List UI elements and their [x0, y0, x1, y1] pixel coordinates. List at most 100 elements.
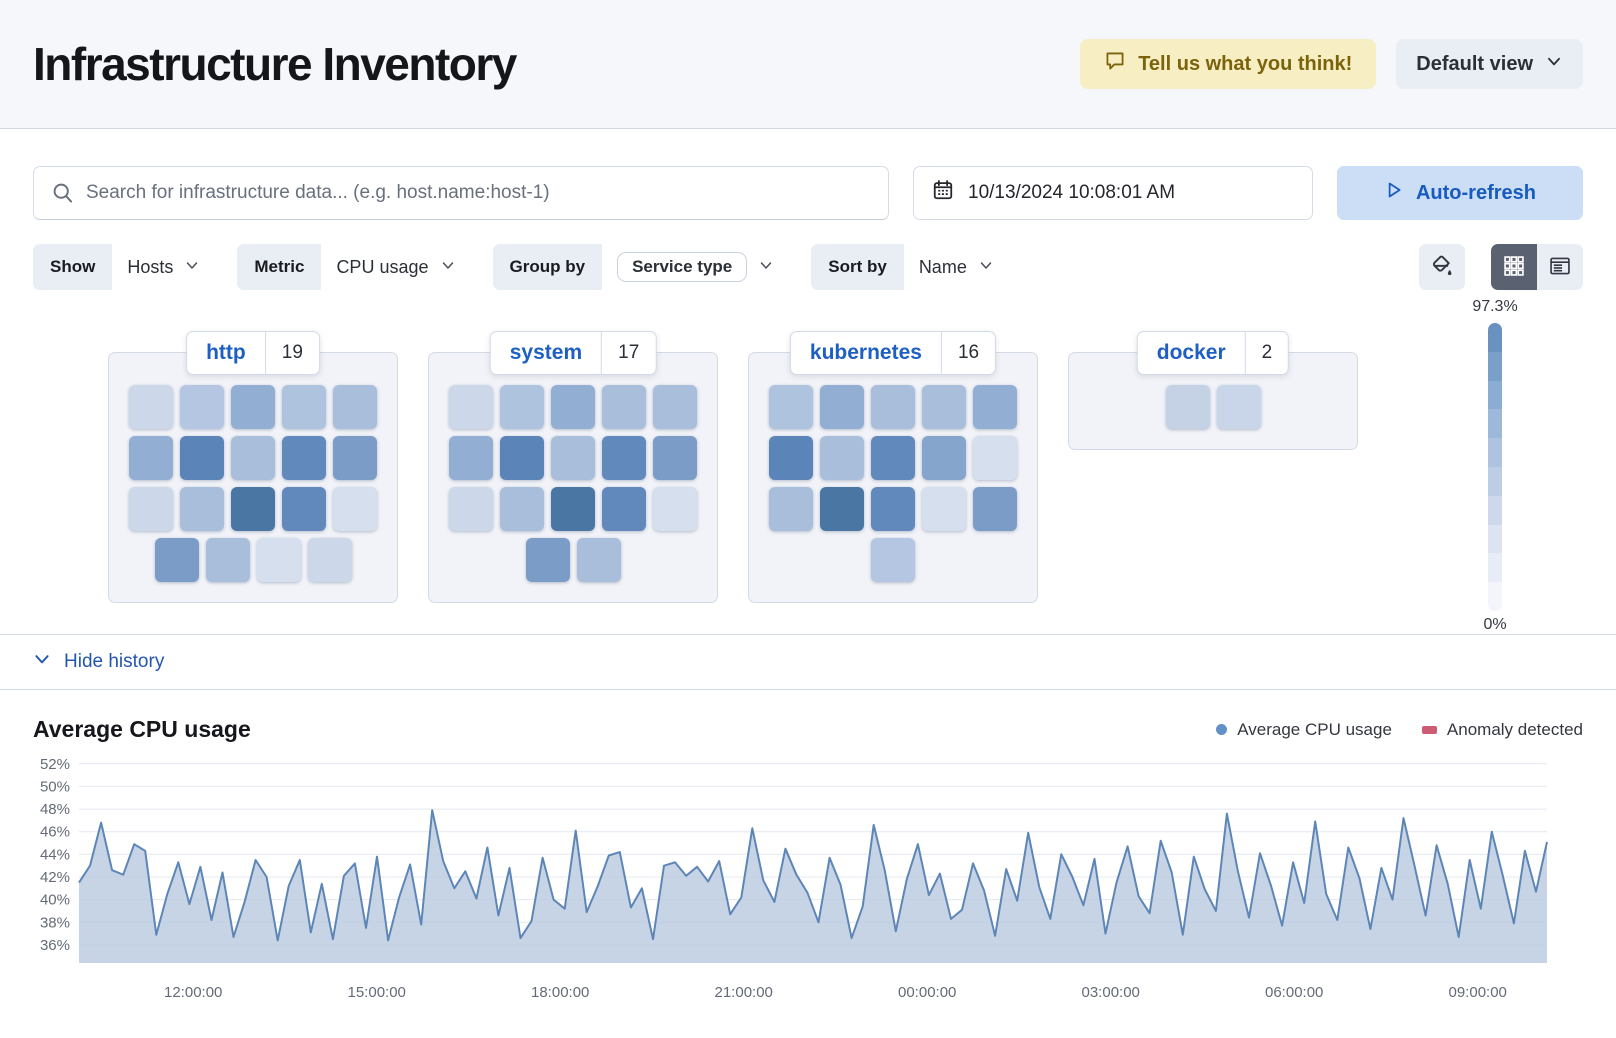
- host-tile[interactable]: [500, 487, 544, 531]
- host-tile[interactable]: [282, 385, 326, 429]
- legend-item-anomaly[interactable]: Anomaly detected: [1421, 720, 1583, 740]
- host-tile[interactable]: [180, 487, 224, 531]
- host-tile[interactable]: [653, 487, 697, 531]
- host-tile[interactable]: [449, 385, 493, 429]
- host-tile[interactable]: [449, 487, 493, 531]
- svg-text:06:00:00: 06:00:00: [1265, 984, 1323, 1001]
- metric-control[interactable]: Metric CPU usage: [237, 244, 471, 290]
- badge-divider: [264, 332, 266, 374]
- group-name-link[interactable]: kubernetes: [809, 341, 922, 364]
- chevron-down-icon: [440, 257, 456, 278]
- group-by-control[interactable]: Group by Service type: [492, 244, 790, 290]
- host-tile[interactable]: [551, 436, 595, 480]
- host-tile[interactable]: [769, 385, 813, 429]
- host-tile[interactable]: [129, 385, 173, 429]
- svg-text:21:00:00: 21:00:00: [715, 984, 773, 1001]
- group-name-link[interactable]: system: [509, 341, 583, 364]
- chevron-down-icon: [33, 650, 51, 674]
- host-tile[interactable]: [973, 385, 1017, 429]
- fill-color-button[interactable]: [1419, 244, 1465, 290]
- host-tile[interactable]: [820, 385, 864, 429]
- host-tile[interactable]: [500, 436, 544, 480]
- host-tile[interactable]: [602, 436, 646, 480]
- host-tile[interactable]: [333, 436, 377, 480]
- host-tile[interactable]: [180, 385, 224, 429]
- host-tile[interactable]: [820, 436, 864, 480]
- table-view-button[interactable]: [1537, 244, 1583, 290]
- host-tile[interactable]: [282, 436, 326, 480]
- svg-text:15:00:00: 15:00:00: [348, 984, 406, 1001]
- host-tile[interactable]: [1165, 385, 1210, 429]
- host-tile[interactable]: [871, 436, 915, 480]
- search-input[interactable]: [33, 166, 889, 220]
- grid-view-button[interactable]: [1491, 244, 1537, 290]
- host-tile[interactable]: [205, 538, 250, 582]
- host-tile[interactable]: [871, 538, 915, 582]
- host-tile[interactable]: [333, 487, 377, 531]
- search-icon: [51, 181, 75, 210]
- svg-text:38%: 38%: [40, 914, 70, 931]
- group-name-link[interactable]: http: [206, 341, 246, 364]
- host-tile[interactable]: [653, 385, 697, 429]
- chevron-down-icon: [978, 257, 994, 278]
- host-tile[interactable]: [871, 487, 915, 531]
- date-time-picker[interactable]: 10/13/2024 10:08:01 AM: [913, 166, 1313, 220]
- group-name-link[interactable]: docker: [1156, 341, 1226, 364]
- host-tile[interactable]: [922, 385, 966, 429]
- host-tile[interactable]: [551, 487, 595, 531]
- host-tile[interactable]: [602, 385, 646, 429]
- host-tile[interactable]: [973, 436, 1017, 480]
- host-tile[interactable]: [820, 487, 864, 531]
- page-title: Infrastructure Inventory: [33, 38, 517, 90]
- host-tile[interactable]: [769, 436, 813, 480]
- host-tile[interactable]: [551, 385, 595, 429]
- host-tile[interactable]: [129, 436, 173, 480]
- host-tile[interactable]: [576, 538, 621, 582]
- host-tile[interactable]: [1216, 385, 1261, 429]
- view-selector-button[interactable]: Default view: [1396, 39, 1583, 89]
- severity-legend-bar[interactable]: [1488, 323, 1502, 611]
- host-tile[interactable]: [922, 436, 966, 480]
- host-tile[interactable]: [500, 385, 544, 429]
- host-tile[interactable]: [333, 385, 377, 429]
- host-tile[interactable]: [653, 436, 697, 480]
- legend-max-label: 97.3%: [1472, 298, 1518, 315]
- legend-item-avg-cpu[interactable]: Average CPU usage: [1216, 720, 1392, 740]
- chevron-down-icon: [1545, 52, 1563, 76]
- host-tile[interactable]: [231, 385, 275, 429]
- host-tile[interactable]: [231, 436, 275, 480]
- show-control[interactable]: Show Hosts: [33, 244, 216, 290]
- host-tile[interactable]: [922, 487, 966, 531]
- legend-min-label: 0%: [1483, 616, 1507, 633]
- play-icon: [1384, 180, 1404, 206]
- host-tile[interactable]: [449, 436, 493, 480]
- host-tile[interactable]: [769, 487, 813, 531]
- view-options: [1419, 244, 1583, 290]
- host-tile[interactable]: [973, 487, 1017, 531]
- svg-text:42%: 42%: [40, 869, 70, 886]
- host-tile[interactable]: [871, 385, 915, 429]
- host-tile[interactable]: [180, 436, 224, 480]
- host-tile[interactable]: [231, 487, 275, 531]
- group-by-value-pill[interactable]: Service type: [617, 252, 748, 282]
- host-tile[interactable]: [129, 487, 173, 531]
- svg-text:00:00:00: 00:00:00: [898, 984, 956, 1001]
- host-tile[interactable]: [525, 538, 570, 582]
- host-tile[interactable]: [602, 487, 646, 531]
- sort-by-control[interactable]: Sort by Name: [811, 244, 1009, 290]
- svg-text:03:00:00: 03:00:00: [1082, 984, 1140, 1001]
- host-tile[interactable]: [282, 487, 326, 531]
- host-tile[interactable]: [307, 538, 352, 582]
- host-tile[interactable]: [256, 538, 301, 582]
- host-tile[interactable]: [154, 538, 199, 582]
- hide-history-toggle[interactable]: Hide history: [0, 634, 1616, 689]
- feedback-button[interactable]: Tell us what you think!: [1080, 39, 1377, 89]
- auto-refresh-button[interactable]: Auto-refresh: [1337, 166, 1583, 220]
